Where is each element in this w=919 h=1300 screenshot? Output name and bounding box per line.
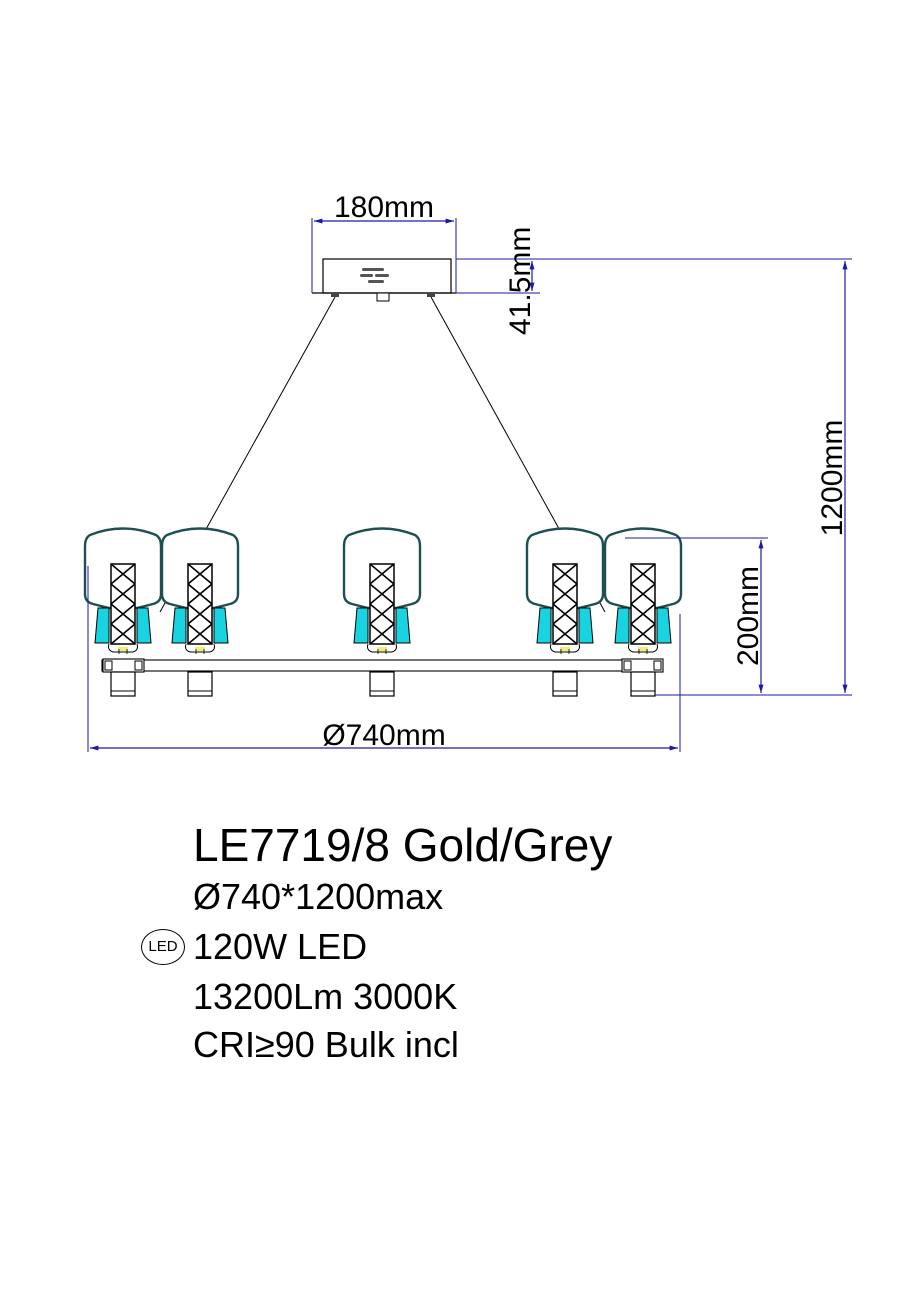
dim-label-total-height: 1200mm — [816, 420, 849, 537]
canopy — [312, 258, 456, 302]
model-title: LE7719/8 Gold/Grey — [193, 819, 613, 871]
dim-fixture-height: 200mm — [625, 537, 768, 693]
spec-lumen-cct: 13200Lm 3000K — [193, 976, 458, 1017]
dim-label-canopy-width: 180mm — [334, 191, 434, 224]
dim-diameter: Ø740mm — [87, 566, 681, 752]
spec-power: 120W LED — [193, 926, 368, 967]
dim-total-height: 1200mm — [655, 261, 852, 696]
spec-size: Ø740*1200max — [193, 876, 444, 917]
led-icon: LED — [141, 929, 185, 965]
dim-label-diameter: Ø740mm — [322, 719, 445, 752]
fixture-frame — [101, 658, 664, 673]
dim-canopy-width: 180mm — [311, 191, 457, 293]
dim-label-canopy-height: 41.5mm — [504, 227, 537, 335]
dim-label-fixture-height: 200mm — [732, 566, 765, 666]
dim-canopy-height: 41.5mm — [456, 227, 852, 335]
spec-cri-bulb: CRI≥90 Bulk incl — [193, 1024, 459, 1065]
